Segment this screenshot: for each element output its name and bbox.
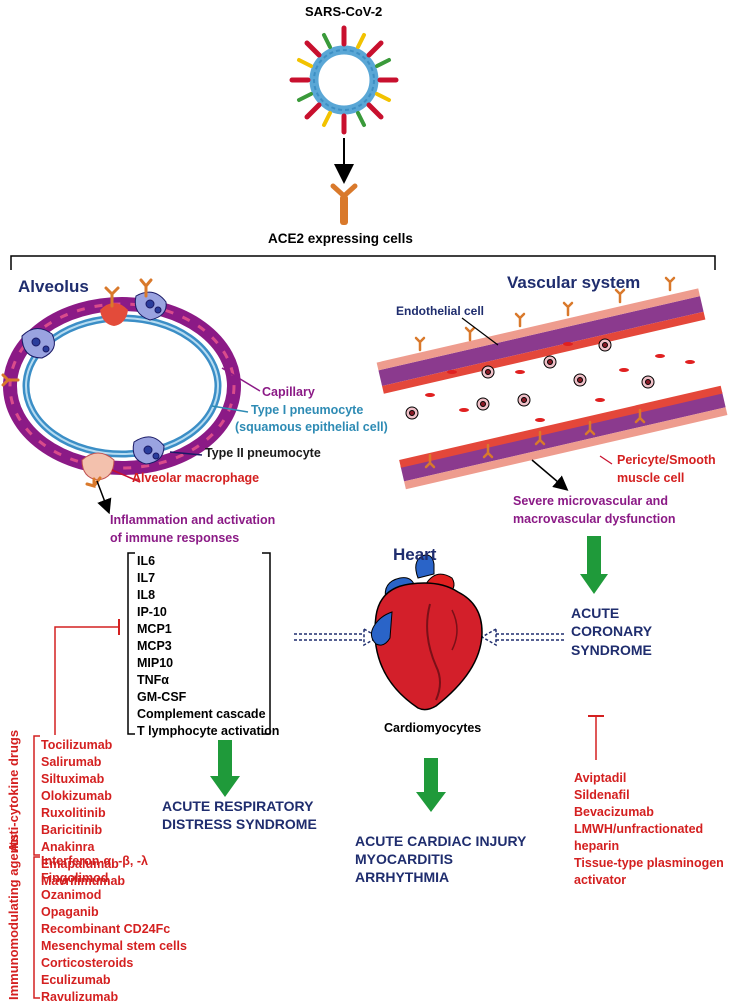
immuno-drug: Opaganib	[41, 905, 99, 919]
type2-label: Type II pneumocyte	[205, 446, 321, 460]
immuno-drug: Recombinant CD24Fc	[41, 922, 171, 936]
immuno-drug: Corticosteroids	[41, 956, 134, 970]
branch-bracket	[10, 255, 716, 270]
pericyte-label: Pericyte/Smooth	[617, 453, 716, 467]
immuno-bracket	[33, 856, 40, 999]
immuno-drug: Fingolimod	[41, 871, 109, 885]
anticytokine-drug-list: Tocilizumab Salirumab Siltuximab Olokizu…	[41, 737, 125, 890]
acs-drug-item: Bevacizumab	[574, 805, 654, 819]
green-arrow-acs	[580, 536, 608, 594]
type1-pointer	[211, 405, 249, 413]
ace2-receptor-icon	[330, 183, 358, 225]
green-arrow-ards	[210, 740, 240, 797]
endothelial-pointer	[461, 317, 499, 346]
anticytokine-drug: Siltuximab	[41, 772, 105, 786]
cytokine-item: MCP3	[137, 639, 172, 653]
cytokine-item: IL8	[137, 588, 156, 602]
anticytokine-bracket	[33, 735, 40, 856]
ards-sublabel: DISTRESS SYNDROME	[162, 816, 317, 832]
alveolus-inflammation-arrow	[96, 480, 112, 515]
cardiac-outcome-2: MYOCARDITIS	[355, 851, 453, 867]
anticytokine-drug: Emapalumab	[41, 857, 119, 871]
inflammation-sublabel: of immune responses	[110, 531, 240, 545]
macrophage-label: Alveolar macrophage	[132, 471, 260, 485]
type2-pointer	[169, 451, 203, 456]
anticytokine-drug: Salirumab	[41, 755, 102, 769]
cardiac-outcome-3: ARRHYTHMIA	[355, 869, 450, 885]
cytokine-bracket-right	[262, 552, 271, 735]
virus-label: SARS-CoV-2	[305, 4, 383, 19]
type1-sublabel: (squamous epithelial cell)	[235, 420, 388, 434]
anticytokine-drug: Tocilizumab	[41, 738, 113, 752]
cytokine-item: IL7	[137, 571, 156, 585]
pericyte-pointer	[599, 455, 613, 465]
immuno-drug: Mesenchymal stem cells	[41, 939, 187, 953]
alveolus-illustration	[1, 278, 241, 488]
dashed-arrow-acs-heart	[480, 627, 566, 647]
cardiac-outcome-1: ACUTE CARDIAC INJURY	[355, 833, 527, 849]
immuno-drug: Eculizumab	[41, 973, 111, 987]
dysfunction-label: Severe microvascular and	[513, 494, 668, 508]
anticytokine-drug: Anakinra	[41, 840, 95, 854]
type1-label: Type I pneumocyte	[251, 403, 364, 417]
anticytokine-inhibition	[54, 626, 119, 735]
ace2-label: ACE2 expressing cells	[268, 231, 413, 246]
immuno-drug: Ozanimod	[41, 888, 102, 902]
anticytokine-drug: Mavrilimumab	[41, 874, 126, 888]
cytokine-item: T lymphocyte activation	[137, 724, 280, 738]
cytokine-item: MCP1	[137, 622, 172, 636]
inflammation-label: Inflammation and activation	[110, 513, 276, 527]
cytokine-item: TNFα	[137, 673, 169, 687]
heart-icon	[370, 554, 483, 711]
cytokine-item: GM-CSF	[137, 690, 187, 704]
acs-label-3: SYNDROME	[571, 642, 652, 658]
anticytokine-drug: Olokizumab	[41, 789, 112, 803]
acs-label-2: CORONARY	[571, 623, 653, 639]
capillary-label: Capillary	[262, 385, 315, 399]
immuno-group-label: Immunomodulating agents	[6, 833, 21, 1000]
anticytokine-drug: Baricitinib	[41, 823, 103, 837]
green-arrow-heart	[416, 758, 446, 812]
cardiomyocytes-label: Cardiomyocytes	[384, 721, 482, 735]
vascular-title: Vascular system	[507, 273, 641, 292]
cytokine-list: IL6 IL7 IL8 IP-10 MCP1 MCP3 MIP10 TNFα G…	[137, 553, 279, 740]
heart-title: Heart	[393, 545, 437, 564]
immuno-drug: Ravulizumab	[41, 990, 119, 1004]
dashed-arrow-cytokine-heart	[294, 627, 380, 647]
cytokine-item: IP-10	[137, 605, 167, 619]
anticytokine-drug: Ruxolitinib	[41, 806, 106, 820]
acs-drug-item: activator	[574, 873, 627, 887]
capillary-pointer	[221, 367, 261, 392]
acs-drug-item: Tissue-type plasminogen	[574, 856, 724, 870]
acs-drug-item: Aviptadil	[574, 771, 627, 785]
macrophage-pointer	[111, 469, 141, 483]
endothelial-label: Endothelial cell	[396, 304, 485, 318]
ards-label: ACUTE RESPIRATORY	[162, 798, 314, 814]
acs-drug-list: Aviptadil Sildenafil Bevacizumab LMWH/un…	[574, 770, 724, 889]
acs-drug-item: heparin	[574, 839, 620, 853]
immuno-drug: Interferon-α, -β, -λ	[41, 854, 148, 868]
cytokine-item: Complement cascade	[137, 707, 266, 721]
dysfunction-sublabel: macrovascular dysfunction	[513, 512, 676, 526]
cytokine-item: IL6	[137, 554, 156, 568]
immuno-drug-list: Interferon-α, -β, -λ Fingolimod Ozanimod…	[41, 853, 187, 1006]
vascular-dysfunction-arrow	[531, 459, 569, 491]
cytokine-item: MIP10	[137, 656, 174, 670]
acs-drug-item: Sildenafil	[574, 788, 630, 802]
acs-drug-item: LMWH/unfractionated	[574, 822, 704, 836]
cytokine-bracket-left	[127, 552, 135, 735]
pericyte-sublabel: muscle cell	[617, 471, 685, 485]
vascular-illustration	[376, 276, 728, 490]
alveolus-title: Alveolus	[18, 277, 89, 296]
virus-icon	[289, 25, 399, 135]
acs-label-1: ACUTE	[571, 605, 620, 621]
